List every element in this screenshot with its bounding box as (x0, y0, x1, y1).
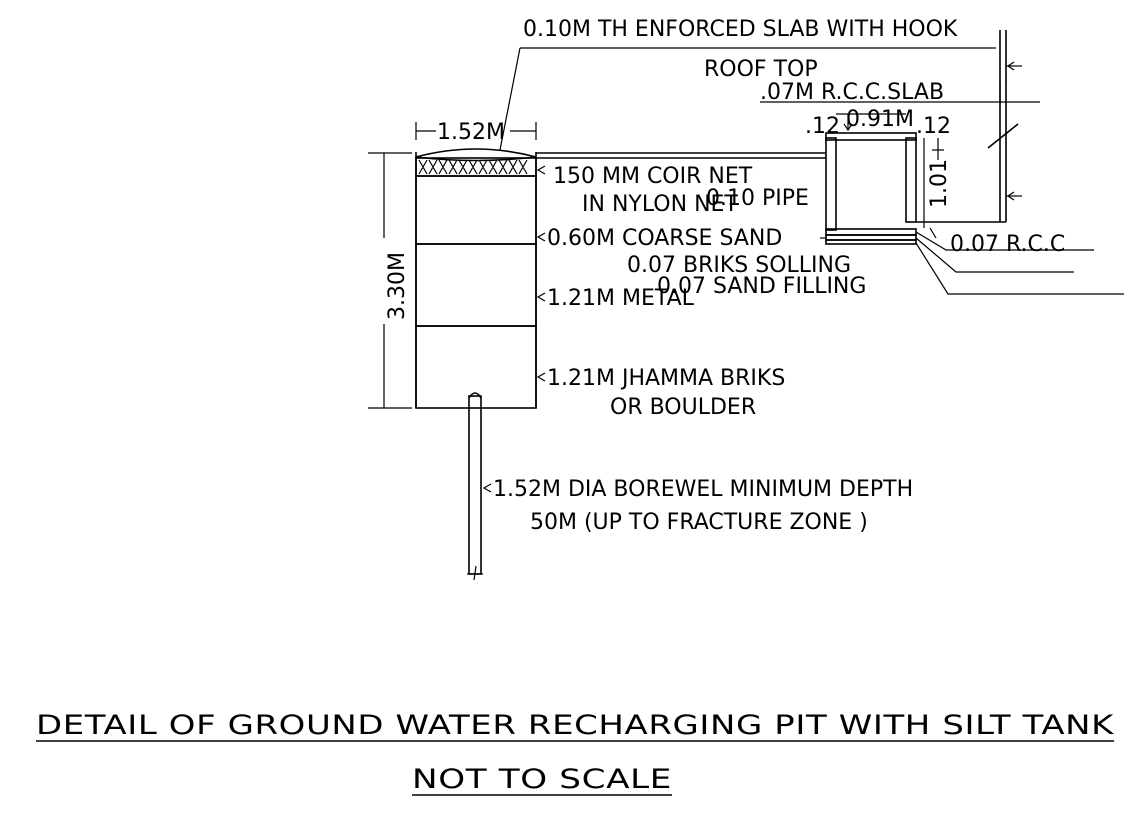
borewell-label-1: 1.52M DIA BOREWEL MINIMUM DEPTH (493, 477, 913, 502)
pit-width-dimension: 1.52M (415, 120, 537, 145)
tank-width-label: 0.91M (846, 107, 914, 132)
coir-net-label-2: IN NYLON NET (582, 192, 738, 217)
tank-wall-right-label: .12 (916, 114, 951, 139)
coarse-sand-label: 0.60M COARSE SAND (547, 226, 782, 251)
tank-wall-left-label: .12 (805, 114, 840, 139)
coir-net-label-1: 150 MM COIR NET (553, 164, 753, 189)
brick-solling-label: 0.07 BRIKS SOLLING (627, 253, 851, 278)
metal-layer (415, 243, 537, 327)
scale-note: NOT TO SCALE (412, 764, 672, 795)
metal-label: 1.21M METAL (547, 286, 695, 311)
rcc-label: 0.07 R.C.C (950, 232, 1065, 257)
tank-dimensions: 0.91M .12 .12 1.01 (805, 107, 952, 228)
jhamma-label-1: 1.21M JHAMMA BRIKS (547, 366, 785, 391)
roof-top-label: ROOF TOP (704, 57, 818, 82)
silt-tank (825, 132, 1006, 245)
tank-base-rcc (825, 228, 917, 236)
sand-filling-label: 0.07 SAND FILLING (657, 274, 866, 299)
tank-wall-left (825, 137, 837, 231)
tank-height-label: 1.01 (927, 159, 952, 208)
tank-top (825, 132, 917, 141)
pipe-label: 0.10 PIPE (706, 186, 809, 211)
coarse-sand-layer (415, 175, 537, 245)
jhamma-label-2: OR BOULDER (610, 395, 756, 420)
connecting-pipe (536, 152, 826, 159)
pit-width-label: 1.52M (437, 120, 505, 145)
recharge-pit (415, 148, 537, 581)
pit-depth-label: 3.30M (385, 252, 410, 320)
roof-downpipe (972, 30, 1040, 222)
drawing-title: DETAIL OF GROUND WATER RECHARGING PIT WI… (36, 710, 1115, 741)
borewell-label-2: 50M (UP TO FRACTURE ZONE ) (530, 510, 868, 535)
borewell-pipe (468, 395, 482, 575)
slab-hook-label: 0.10M TH ENFORCED SLAB WITH HOOK (523, 17, 958, 42)
tank-base-sand (825, 239, 917, 245)
drawing-title-block: DETAIL OF GROUND WATER RECHARGING PIT WI… (36, 710, 1115, 796)
pit-depth-dimension: 3.30M (368, 152, 412, 409)
rcc-slab-label: .07M R.C.C.SLAB (760, 80, 944, 105)
leader-lines (482, 47, 1124, 493)
coir-net-crosses (418, 159, 528, 175)
tank-wall-right (905, 137, 917, 223)
